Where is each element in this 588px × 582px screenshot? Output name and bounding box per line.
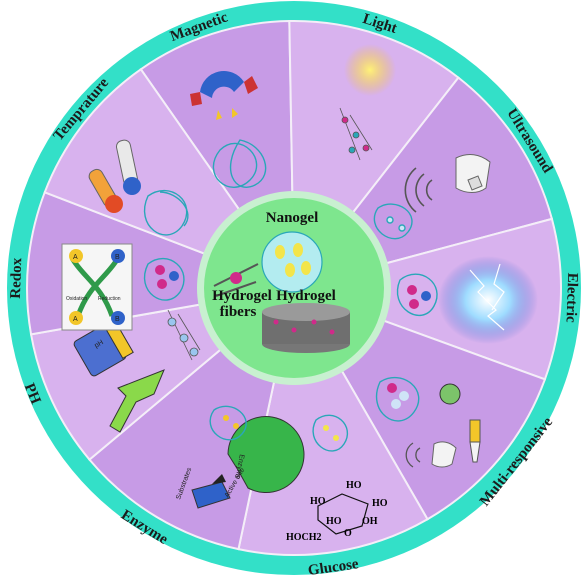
glucose-label-oh: OH — [362, 516, 378, 527]
glucose-label-hoch2: HOCH2 — [286, 532, 322, 543]
temperature-polymer-icon — [143, 189, 189, 236]
electric-polymer-icon — [397, 273, 438, 317]
redox-reduction-label: Reduction — [98, 296, 121, 302]
redox-a-top: A — [73, 254, 78, 261]
electric-arc-icon — [469, 263, 505, 331]
ultrasound-probe-icon — [455, 154, 491, 193]
nanogel-sphere-icon — [261, 231, 323, 293]
lightning-icon — [438, 256, 538, 344]
ring-label-ph: PH — [21, 381, 44, 407]
center-label-fibers-line2: fibers — [220, 304, 257, 320]
ring-label-redox: Redox — [8, 257, 25, 299]
redox-polymer-icon — [143, 257, 185, 301]
magnetic-polymer-icon — [212, 139, 267, 188]
redox-b-bottom: B — [115, 316, 120, 323]
redox-cycle-icon — [61, 243, 133, 331]
redox-b-top: B — [115, 254, 120, 261]
ring-label-glucose: Glucose — [307, 556, 360, 577]
ph-tube-label: pH — [94, 339, 105, 350]
center-label-fibers-line1: Hydrogel — [212, 288, 272, 304]
enzyme-label: Enzyme — [234, 454, 245, 480]
sun-icon — [344, 44, 396, 96]
ring-label-electric: Electric — [563, 272, 581, 323]
redox-oxidation-label: Oxidation — [66, 296, 87, 302]
hydrogel-mesh-icon — [262, 303, 350, 353]
glucose-label-o: O — [344, 528, 352, 539]
hydrogel-fiber-icon — [213, 263, 259, 297]
glucose-molecule-icon — [317, 493, 369, 535]
glucose-label-ho: HO — [372, 498, 388, 509]
magnet-icon — [190, 70, 258, 120]
glucose-label-ho: HO — [326, 516, 342, 527]
glucose-label-ho: HO — [346, 480, 362, 491]
ultrasound-waves-icon — [404, 167, 433, 213]
glucose-labels: HO HO HO OH O HOCH2 HO — [286, 480, 388, 543]
enzyme-icon — [191, 416, 305, 509]
redox-labels: A B A B Oxidation Reduction — [66, 254, 121, 323]
center-label-hydrogel: Hydrogel — [276, 288, 336, 304]
glucose-label-ho: HO — [310, 496, 326, 507]
center-label-nanogel: Nanogel — [266, 210, 319, 226]
thermometer-icon — [88, 139, 141, 213]
multi-stimuli-icon — [405, 383, 481, 468]
light-molecule-icon — [339, 107, 373, 161]
ultrasound-polymer-icon — [373, 203, 413, 240]
glucose-polymer-icon — [312, 414, 349, 452]
ph-molecule-icon — [167, 309, 201, 361]
enzyme-polymer-icon — [209, 405, 247, 441]
multi-polymer-icon — [375, 376, 420, 422]
nanogel-particles-icon — [275, 243, 311, 277]
redox-a-bottom: A — [73, 316, 78, 323]
